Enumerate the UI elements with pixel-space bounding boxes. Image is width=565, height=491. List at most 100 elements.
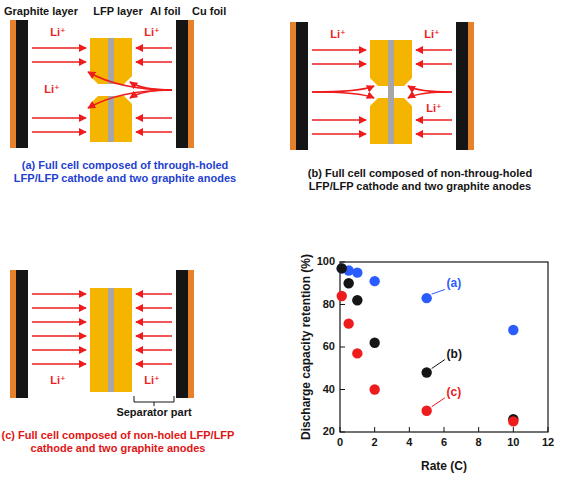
data-point [343,278,353,288]
caption: (b) Full cell composed of non-throug-hol… [288,167,553,193]
tick [374,427,375,432]
tick [340,262,345,263]
ion-arrow [312,133,366,135]
al-foil [108,38,114,84]
ion-arrow [408,92,452,98]
ion-arrow [88,72,172,90]
leader-line [432,360,445,369]
data-point [352,267,362,277]
tick-label: 8 [476,436,482,449]
cu-foil [10,270,16,398]
part-label: LFP layer [93,5,142,18]
ion-arrow [32,321,86,323]
ion-label: Li⁺ [426,102,442,115]
tick [513,427,514,432]
ion-arrow [312,63,366,65]
tick [548,427,549,432]
caption: (c) Full cell composed of non-holed LFP/… [1,429,236,455]
ion-arrow [312,119,366,121]
series-label: (a) [447,276,462,290]
separator-bracket [134,396,174,406]
tick [340,432,345,433]
cell-a [10,20,194,148]
ion-arrow [408,86,452,92]
cu-foil [10,20,16,148]
ion-arrow [136,335,172,337]
graphite-layer [16,270,28,398]
lfp-layer [90,288,108,392]
series-label: (b) [447,346,462,360]
cu-foil [468,22,474,150]
part-label: Separator part [116,406,191,419]
tick [340,389,345,390]
lfp-layer [394,98,412,144]
data-point [343,318,353,328]
ion-arrow [130,90,172,98]
tick-label: 60 [323,340,335,353]
ion-arrow [136,47,172,49]
part-label: Al foil [150,5,181,18]
plot-frame [340,262,548,432]
tick-label: 100 [317,255,335,268]
ion-label: Li⁺ [50,374,66,387]
ion-arrow [416,63,452,65]
graphite-layer [296,22,308,150]
lfp-layer [114,38,132,84]
graphite-layer [176,20,188,148]
ion-arrow [136,293,172,295]
ion-arrow [136,61,172,63]
tick [340,304,345,305]
tick-label: 20 [323,425,335,438]
ion-arrow [136,117,172,119]
lfp-layer [114,96,132,142]
graphite-layer [456,22,468,150]
ion-arrow [32,363,86,365]
data-point [508,325,518,335]
data-point [421,367,431,377]
ion-arrow [312,49,366,51]
cell-c [10,270,194,406]
chart [337,262,548,432]
ion-arrow [32,47,86,49]
lfp-layer [370,40,388,86]
data-point [369,276,379,286]
cell-b [290,22,474,150]
ion-arrow [136,321,172,323]
ion-arrow [312,92,374,98]
axis-title: Discharge capacity retention (%) [299,254,313,440]
cu-foil [188,270,194,398]
data-point [352,295,362,305]
part-label: Cu foil [192,5,226,18]
tick [409,427,410,432]
graphite-layer [16,20,28,148]
data-point [337,263,347,273]
ion-label: Li⁺ [144,26,160,39]
tick-label: 10 [507,436,519,449]
tick-label: 0 [337,436,343,449]
al-foil [108,96,114,142]
cu-foil [188,20,194,148]
ion-arrow [130,82,172,90]
ion-arrow [312,86,374,92]
ion-arrow [32,307,86,309]
ion-arrow [32,117,86,119]
data-point [421,406,431,416]
ion-label: Li⁺ [144,374,160,387]
tick-label: 6 [441,436,447,449]
lfp-layer [394,40,412,86]
data-point [352,348,362,358]
al-foil [108,288,114,392]
tick-label: 2 [372,436,378,449]
ion-arrow [32,293,86,295]
caption: (a) Full cell composed of through-holed … [0,159,250,185]
ion-arrow [416,133,452,135]
ion-arrow [32,335,86,337]
tick-label: 40 [323,383,335,396]
data-point [337,263,347,273]
leader-line [432,398,445,407]
data-point [369,384,379,394]
ion-arrow [416,49,452,51]
